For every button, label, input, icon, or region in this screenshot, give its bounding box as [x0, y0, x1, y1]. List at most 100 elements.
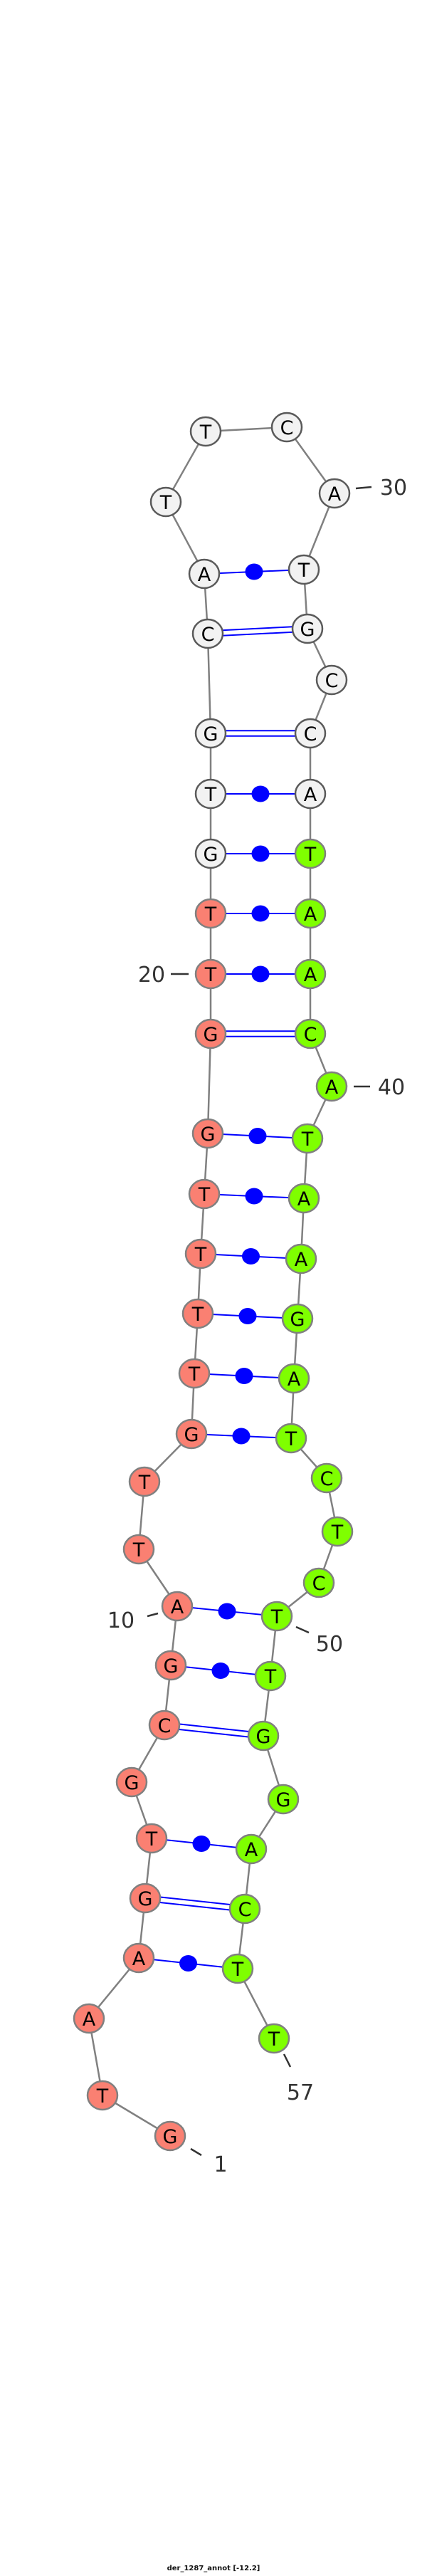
position-tick [190, 2147, 202, 2157]
nucleotide-4: A [122, 1942, 155, 1974]
base-pair-20-38 [211, 965, 310, 983]
nucleotide-circle [294, 898, 327, 929]
position-label: 20 [138, 963, 165, 988]
nucleotide-circle [115, 1766, 148, 1798]
nucleotide-31: T [288, 554, 320, 585]
nucleotide-19: G [194, 1018, 227, 1049]
nucleotide-circle [247, 1720, 280, 1752]
nucleotide-27: T [149, 486, 182, 518]
nucleotide-24: G [194, 718, 227, 749]
nucleotide-40: A [315, 1071, 348, 1102]
nucleotide-15: T [181, 1298, 214, 1329]
nucleotide-circle [122, 1534, 155, 1565]
nucleotide-25: C [191, 618, 224, 649]
nucleotide-circle [194, 778, 227, 810]
nucleotide-14: T [178, 1358, 211, 1389]
base-pair-15-44 [197, 1308, 298, 1324]
pair-dot [192, 1836, 211, 1852]
nucleotide-21: T [194, 898, 227, 929]
position-label: 40 [378, 1075, 405, 1100]
nucleotide-letter: T [270, 1606, 283, 1628]
nucleotide-47: C [310, 1462, 343, 1494]
base-pair-9-51 [170, 1663, 271, 1679]
nucleotide-circle [73, 2003, 105, 2034]
pair-bond-line [207, 625, 307, 632]
backbone-segment [206, 633, 212, 734]
nucleotide-letter: C [158, 1715, 172, 1737]
nucleotide-circle [291, 1123, 324, 1154]
nucleotide-letter: A [245, 1839, 258, 1861]
nucleotide-circle [310, 1462, 343, 1494]
nucleotide-circle [86, 2080, 119, 2111]
nucleotide-circle [294, 1018, 327, 1049]
nucleotide-letter: T [301, 1129, 314, 1151]
nucleotide-circle [181, 1298, 214, 1329]
nucleotide-letter: T [285, 1428, 297, 1450]
nucleotide-circle [154, 2120, 186, 2152]
nucleotide-letter: A [328, 483, 342, 506]
pair-bond-line [208, 630, 308, 637]
nucleotide-circle [270, 412, 303, 443]
nucleotide-circle [149, 486, 182, 518]
nucleotide-42: A [288, 1183, 320, 1214]
nucleotide-32: G [291, 613, 324, 644]
nucleotide-letter: C [320, 1468, 334, 1490]
nucleotide-letter: T [199, 422, 212, 444]
nucleotide-letter: C [238, 1899, 252, 1921]
nucleotide-49: C [302, 1567, 335, 1598]
nucleotide-circle [278, 1363, 310, 1394]
base-pair-4-56 [138, 1955, 238, 1972]
nucleotide-letter: T [132, 1539, 145, 1561]
nucleotide-letter: G [201, 1124, 216, 1146]
nucleotide-circle [161, 1591, 194, 1622]
nucleotide-letter: A [325, 1077, 339, 1099]
nucleotide-letter: C [201, 624, 215, 646]
nucleotide-letter: T [264, 1666, 277, 1688]
nucleotide-letter: T [138, 1472, 151, 1494]
nucleotide-circle [291, 613, 324, 644]
nucleotide-circle [281, 1303, 314, 1334]
nucleotide-letter: T [204, 904, 217, 926]
nucleotide-letter: T [304, 844, 317, 866]
nucleotide-13: G [175, 1418, 208, 1450]
pair-dot [251, 785, 270, 802]
nucleotide-letter: T [231, 1959, 244, 1981]
nucleotide-letter: A [171, 1596, 184, 1618]
nucleotide-44: G [281, 1303, 314, 1334]
nucleotide-11: T [122, 1534, 155, 1565]
pair-dot [251, 905, 270, 922]
base-pair-6-54 [151, 1836, 252, 1852]
nucleotide-letter: C [304, 1024, 317, 1046]
nucleotide-circle [194, 1018, 227, 1049]
nucleotide-circle [129, 1883, 162, 1914]
nucleotide-letter: A [295, 1249, 308, 1271]
nucleotide-43: A [285, 1243, 317, 1274]
pair-dot [245, 563, 263, 580]
pair-dot [232, 1428, 251, 1445]
pair-dot [251, 845, 270, 862]
nucleotide-29: C [270, 412, 303, 443]
nucleotide-16: T [184, 1238, 217, 1269]
nucleotide-circle [178, 1358, 211, 1389]
nucleotide-33: C [315, 664, 348, 696]
pair-dot [248, 1128, 267, 1144]
base-pair-14-45 [194, 1368, 295, 1384]
nucleotide-23: T [194, 778, 227, 810]
position-tick [283, 2053, 292, 2068]
nucleotide-30: A [318, 478, 351, 509]
position-label: 10 [107, 1608, 135, 1633]
backbone-layer [88, 426, 339, 2137]
pair-dot [251, 965, 270, 983]
nucleotide-45: A [278, 1363, 310, 1394]
base-pair-22-36 [211, 845, 310, 862]
nucleotide-letter: T [145, 1828, 158, 1850]
nucleotide-circle [194, 958, 227, 990]
nucleotide-53: G [267, 1784, 300, 1815]
position-tick [355, 486, 372, 490]
nucleotide-circle [194, 718, 227, 749]
nucleotide-circle [191, 1118, 224, 1149]
nucleotide-54: A [235, 1833, 268, 1865]
nucleotide-letter: T [159, 492, 172, 514]
